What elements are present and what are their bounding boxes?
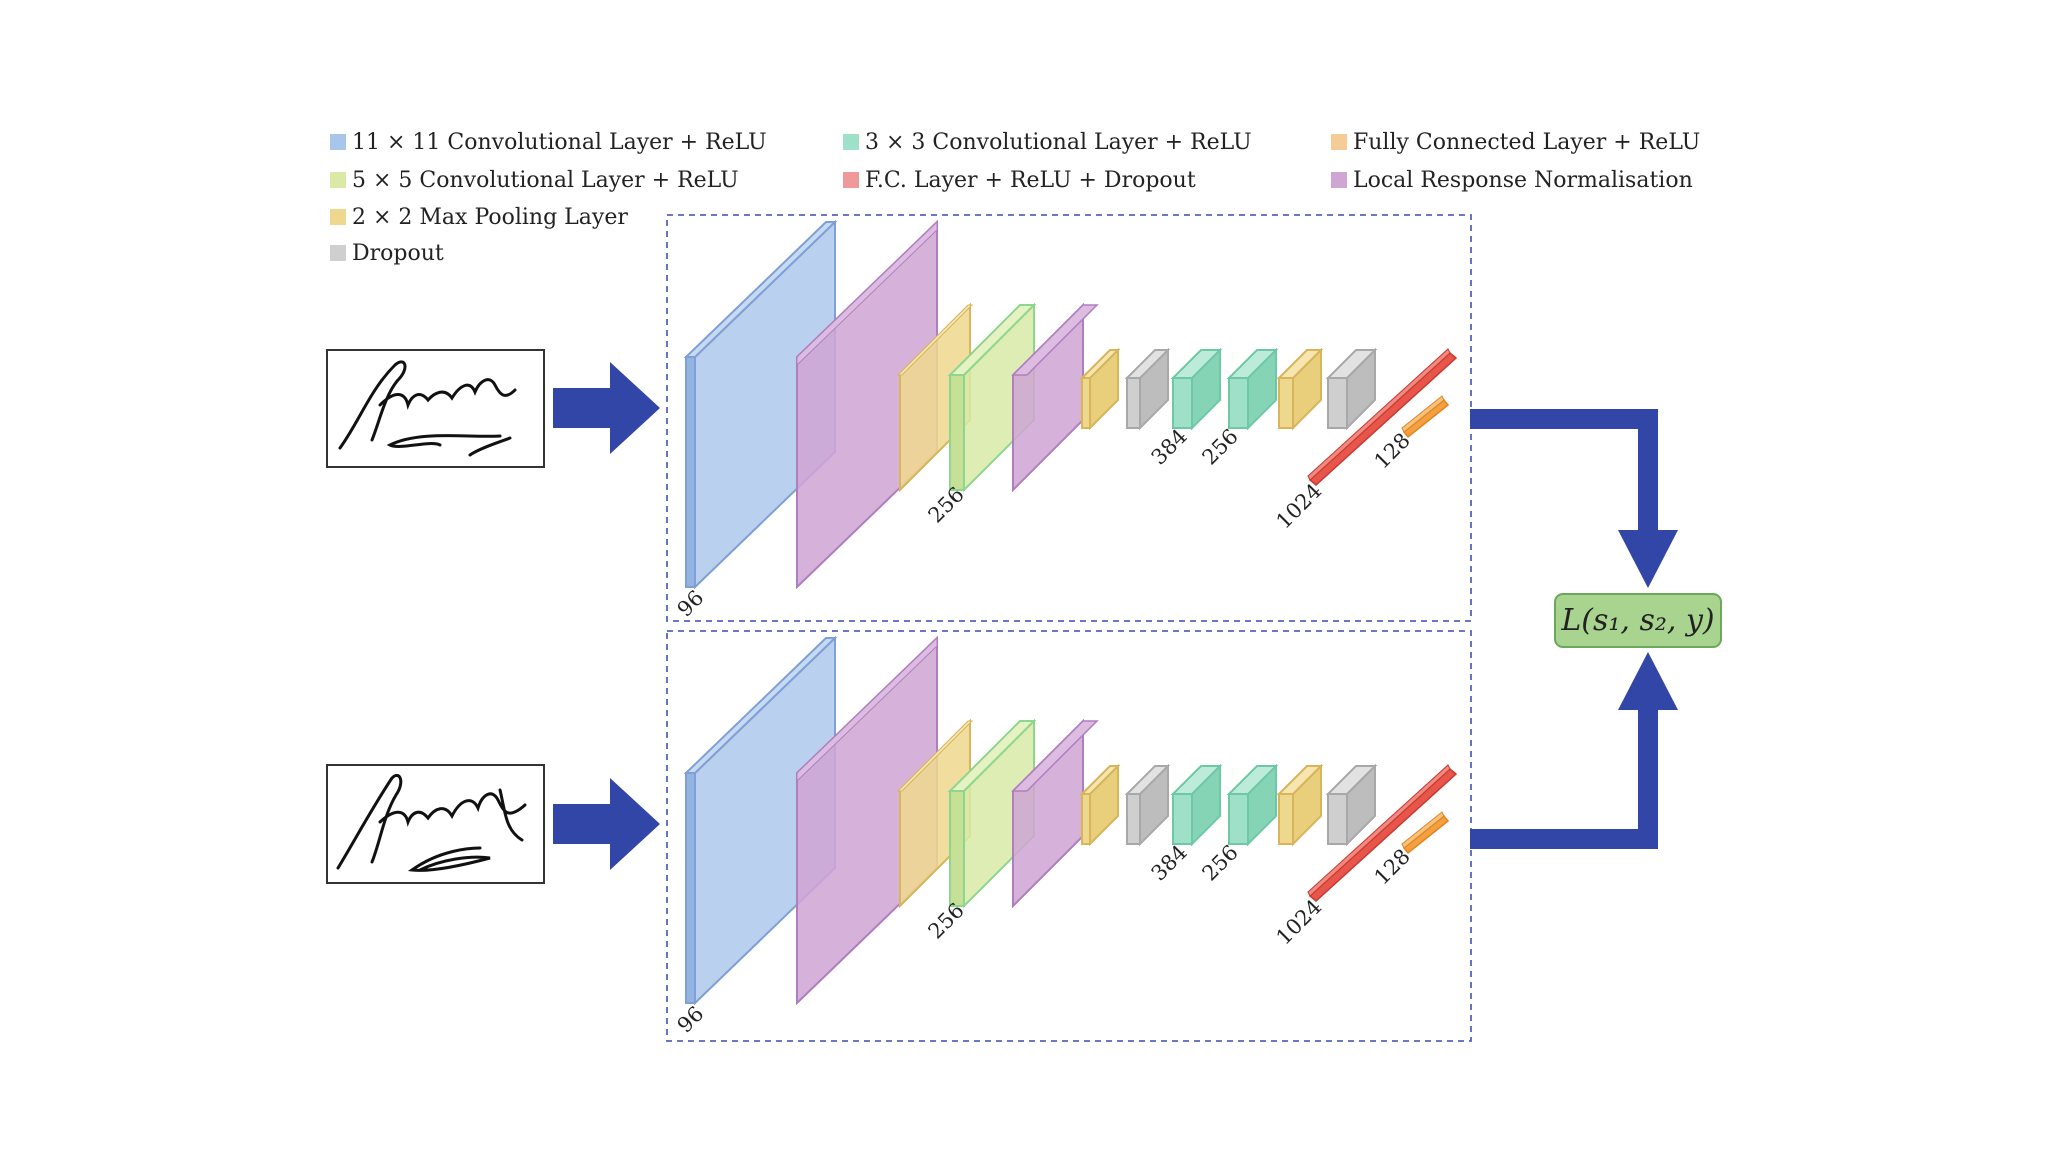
legend-swatch-conv5 xyxy=(330,172,346,188)
dim-label-conv3-bottom: 384 xyxy=(1147,840,1192,885)
loss-box xyxy=(1554,593,1722,648)
loss-function-label: L(s₁, s₂, y) xyxy=(1560,603,1714,638)
layer-conv3b-bottom xyxy=(1226,763,1279,847)
legend-item-fcdrop: F.C. Layer + ReLU + Dropout xyxy=(843,168,1196,193)
legend-item-fc: Fully Connected Layer + ReLU xyxy=(1331,130,1700,155)
connector-bottom xyxy=(1470,708,1658,849)
arrowhead-bottom xyxy=(1618,652,1678,710)
layer-pool3-top xyxy=(1276,347,1324,431)
legend-label-conv5: 5 × 5 Convolutional Layer + ReLU xyxy=(352,168,739,193)
output-connectors xyxy=(1470,409,1678,849)
layer-conv11-bottom xyxy=(683,635,838,1006)
legend-label-lrn: Local Response Normalisation xyxy=(1353,168,1693,193)
branch-top: 96 256 384 256 1024 128 xyxy=(326,214,1472,622)
dim-label-conv1-top: 96 xyxy=(673,586,709,622)
legend-swatch-fc xyxy=(1331,134,1347,150)
legend-swatch-pool xyxy=(330,209,346,225)
input-arrow-bottom xyxy=(553,778,660,870)
layer-fc2-top xyxy=(1401,395,1450,439)
dim-label-fc1-bottom: 1024 xyxy=(1272,895,1327,950)
signature-image-2 xyxy=(326,764,545,884)
layer-pool2-top xyxy=(1079,347,1121,431)
layer-conv5-top xyxy=(947,302,1037,493)
layer-conv11-top xyxy=(683,219,838,590)
legend-label-conv3: 3 × 3 Convolutional Layer + ReLU xyxy=(865,130,1252,155)
signature-stroke-2 xyxy=(336,773,527,872)
legend-label-pool: 2 × 2 Max Pooling Layer xyxy=(352,205,628,230)
layer-fc1-top xyxy=(1307,348,1458,486)
dim-label-fc1-top: 1024 xyxy=(1272,479,1327,534)
legend: 11 × 11 Convolutional Layer + ReLU 5 × 5… xyxy=(330,130,1700,266)
layer-lrn1-top xyxy=(796,219,938,590)
layers-bottom: 96 256 384 256 1024 128 xyxy=(673,635,1458,1038)
dim-label-conv4-bottom: 256 xyxy=(1198,840,1243,885)
branch-box-bottom xyxy=(666,630,1472,1042)
dim-label-conv1-bottom: 96 xyxy=(673,1002,709,1038)
layer-fc2-bottom xyxy=(1401,811,1450,855)
layer-dropout1-bottom xyxy=(1124,763,1171,847)
dim-label-conv4-top: 256 xyxy=(1198,424,1243,469)
signature-stroke-1 xyxy=(338,360,517,457)
branch-bottom: 96 256 384 256 1024 128 xyxy=(326,630,1472,1042)
layer-dropout2-bottom xyxy=(1325,763,1378,847)
legend-swatch-lrn xyxy=(1331,172,1347,188)
legend-item-dropout: Dropout xyxy=(330,241,444,266)
layer-fc1-bottom xyxy=(1307,764,1458,902)
legend-label-fcdrop: F.C. Layer + ReLU + Dropout xyxy=(865,168,1196,193)
signature-frame-1 xyxy=(326,349,545,468)
legend-swatch-conv3 xyxy=(843,134,859,150)
layer-conv5-bottom xyxy=(947,718,1037,909)
legend-item-conv5: 5 × 5 Convolutional Layer + ReLU xyxy=(330,168,739,193)
legend-label-fc: Fully Connected Layer + ReLU xyxy=(1353,130,1700,155)
layer-lrn2-bottom xyxy=(1011,718,1099,909)
connector-top xyxy=(1470,409,1658,532)
signature-image-1 xyxy=(326,349,545,468)
legend-swatch-fcdrop xyxy=(843,172,859,188)
legend-swatch-conv11 xyxy=(330,134,346,150)
arrowhead-top xyxy=(1618,530,1678,588)
legend-item-conv3: 3 × 3 Convolutional Layer + ReLU xyxy=(843,130,1252,155)
layer-pool1-bottom xyxy=(896,718,974,909)
layer-conv3b-top xyxy=(1226,347,1279,431)
legend-label-conv11: 11 × 11 Convolutional Layer + ReLU xyxy=(352,130,767,155)
layer-pool3-bottom xyxy=(1276,763,1324,847)
layer-dropout2-top xyxy=(1325,347,1378,431)
legend-item-lrn: Local Response Normalisation xyxy=(1331,168,1693,193)
layer-conv3a-top xyxy=(1170,347,1223,431)
dim-label-conv3-top: 384 xyxy=(1147,424,1192,469)
input-arrow-top xyxy=(553,362,660,454)
legend-item-pool: 2 × 2 Max Pooling Layer xyxy=(330,205,628,230)
layer-conv3a-bottom xyxy=(1170,763,1223,847)
layer-pool2-bottom xyxy=(1079,763,1121,847)
legend-item-conv11: 11 × 11 Convolutional Layer + ReLU xyxy=(330,130,767,155)
layer-dropout1-top xyxy=(1124,347,1171,431)
legend-label-dropout: Dropout xyxy=(352,241,444,266)
loss-node: L(s₁, s₂, y) xyxy=(1554,593,1722,648)
legend-swatch-dropout xyxy=(330,245,346,261)
